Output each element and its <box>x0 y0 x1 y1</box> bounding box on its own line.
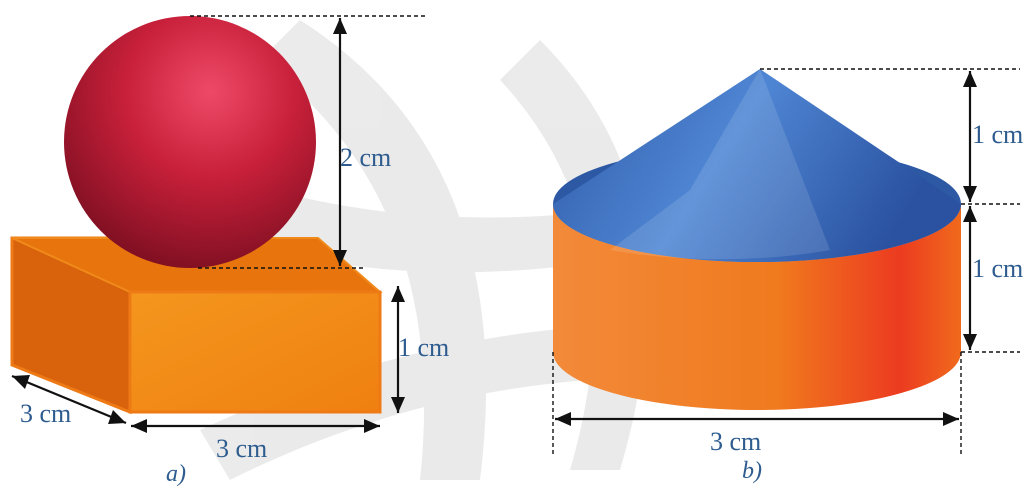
arrowhead <box>963 334 977 350</box>
sphere <box>64 16 316 268</box>
arrowhead <box>333 18 347 34</box>
arrowhead <box>555 412 571 426</box>
arrowhead <box>391 397 405 413</box>
cylinder-height-label: 1 cm <box>972 254 1023 283</box>
box-height-label: 1 cm <box>398 333 449 362</box>
figure-b: 1 cm 1 cm 3 cm b) <box>552 68 1023 484</box>
figure-a: 2 cm 1 cm 3 cm 3 cm a) <box>10 15 449 486</box>
cone-height-label: 1 cm <box>972 120 1023 149</box>
cylinder-body <box>553 204 961 410</box>
arrowhead <box>333 250 347 266</box>
figure-b-caption: b) <box>742 458 762 484</box>
arrowhead <box>108 410 126 424</box>
figure-a-caption: a) <box>166 461 186 486</box>
arrowhead <box>963 71 977 87</box>
arrowhead <box>963 186 977 202</box>
arrowhead <box>391 286 405 302</box>
cone <box>553 69 961 262</box>
box-width-label: 3 cm <box>216 434 267 463</box>
arrowhead <box>12 375 30 389</box>
diameter-label: 3 cm <box>710 427 761 456</box>
box-depth-dimension <box>11 374 127 425</box>
arrowhead <box>963 206 977 222</box>
arrowhead <box>364 419 380 433</box>
arrowhead <box>131 419 147 433</box>
box-front-face <box>128 290 382 414</box>
cone-highlight <box>610 69 830 260</box>
sphere-height-label: 2 cm <box>340 143 391 172</box>
arrowhead <box>943 412 959 426</box>
box-depth-label: 3 cm <box>20 399 71 428</box>
